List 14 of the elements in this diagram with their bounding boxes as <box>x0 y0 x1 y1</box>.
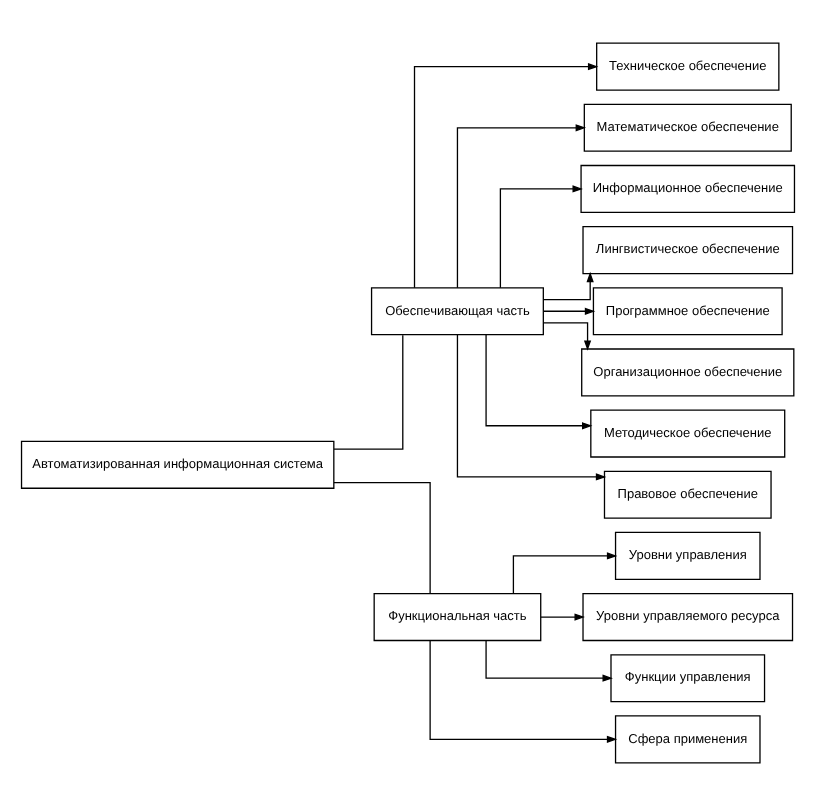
arrow <box>413 61 599 288</box>
arrow <box>485 638 613 681</box>
connector <box>333 333 404 449</box>
arrow <box>540 612 585 620</box>
arrow <box>456 333 607 480</box>
arrow <box>542 270 594 300</box>
arrow <box>542 306 596 314</box>
arrow <box>499 184 583 288</box>
arrow <box>456 123 587 288</box>
arrow <box>429 639 618 743</box>
connector <box>333 480 431 593</box>
arrow <box>485 333 593 429</box>
arrow <box>542 321 592 350</box>
arrow <box>512 551 618 594</box>
